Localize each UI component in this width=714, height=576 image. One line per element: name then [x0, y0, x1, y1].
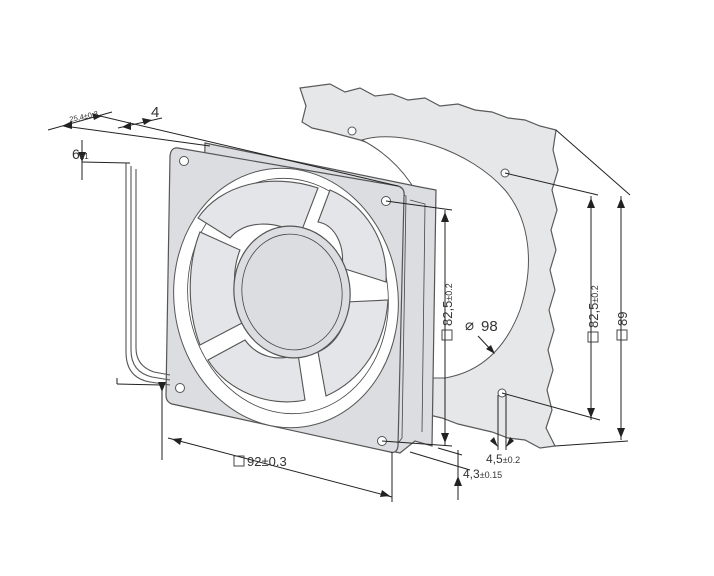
fan-front-frame: [165, 147, 405, 453]
cutout-diameter-label: ⌀ 98: [465, 317, 498, 335]
lead-offset-label: 6±1: [72, 146, 89, 162]
fan-hole-tl: [179, 156, 189, 166]
svg-text:89: 89: [615, 312, 630, 326]
svg-text:98: 98: [481, 318, 498, 335]
panel-hole-spacing-label: 82,5±0.2: [586, 285, 601, 343]
svg-text:82,5±0.2: 82,5±0.2: [586, 285, 601, 328]
hole-diameter-label: 4,5±0.2: [486, 452, 520, 466]
panel-hole-tl: [347, 126, 357, 136]
svg-text:82,5±0.2: 82,5±0.2: [440, 283, 455, 326]
panel-hole-offset-label: 4,3±0.15: [463, 467, 502, 481]
svg-text:⌀: ⌀: [465, 317, 474, 334]
dimension-labels: 25,4±0.3 4 6±1 92±0.3 82,5±0.2 ⌀ 98 82,5…: [69, 104, 630, 481]
panel-size-label: 89: [615, 312, 630, 341]
depth-label: 25,4±0.3: [69, 109, 99, 124]
flange-label: 4: [151, 104, 159, 121]
svg-text:92±0.3: 92±0.3: [247, 454, 287, 469]
width-label: 92±0.3: [233, 454, 287, 469]
fan-hole-bl: [175, 383, 185, 393]
lead-wires: [125, 163, 171, 386]
fan-hole-spacing-label: 82,5±0.2: [440, 283, 455, 341]
fan-blades: [189, 180, 389, 403]
dimension-lines: [47, 111, 631, 502]
